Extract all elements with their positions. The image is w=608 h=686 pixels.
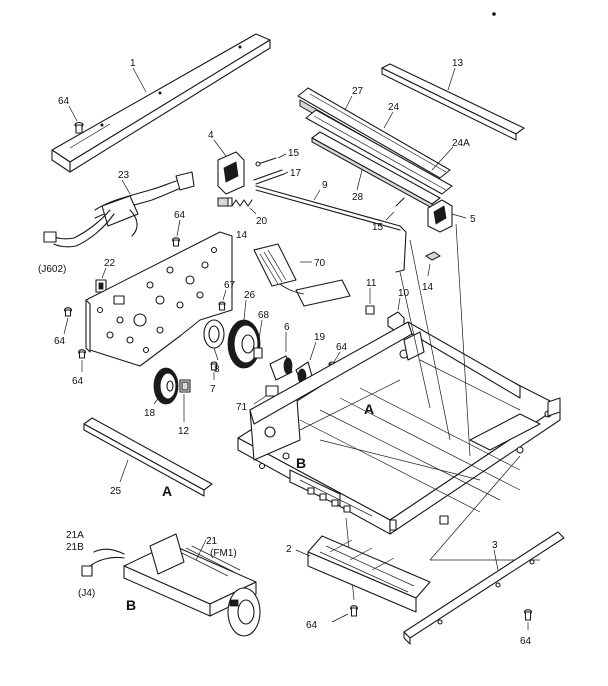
part-8-ring: [203, 319, 225, 361]
label-p21b: 21B: [66, 542, 84, 553]
part-26-gear: [227, 299, 261, 369]
label-p71: 71: [236, 402, 248, 413]
label-p64b: 64: [174, 210, 186, 221]
part-18-gear: [153, 367, 179, 405]
label-p21a: 21A: [66, 530, 84, 541]
label-p2: 2: [286, 544, 292, 555]
label-p26: 26: [244, 290, 256, 301]
part-6-coupler: [269, 332, 293, 381]
part-67-screw: [218, 289, 227, 311]
part-4-bracket: [213, 139, 245, 195]
label-p64a: 64: [58, 96, 70, 107]
label-p4: 4: [208, 130, 214, 141]
screw-64-d: [77, 349, 87, 372]
label-p7: 7: [210, 384, 216, 395]
part-17-shaft: [253, 169, 289, 185]
label-pB2: B: [126, 597, 136, 613]
label-p22: 22: [104, 258, 116, 269]
label-j602: (J602): [38, 264, 66, 275]
screw-64-a: [68, 105, 84, 134]
part-70-sheet: [253, 243, 351, 307]
main-base-frame: [237, 321, 561, 535]
part-1-top-rail: [51, 33, 271, 173]
label-fm1: (FM1): [210, 548, 237, 559]
label-p64d: 64: [72, 376, 84, 387]
label-p67: 67: [224, 280, 236, 291]
label-p14b: 14: [422, 282, 434, 293]
label-pB1: B: [296, 455, 306, 471]
part-5-bracket: [427, 199, 467, 233]
label-p25: 25: [110, 486, 122, 497]
part-14-block-a: [217, 197, 229, 207]
label-p17: 17: [290, 168, 302, 179]
label-p19: 19: [314, 332, 326, 343]
part-14-block-b: [425, 251, 441, 277]
label-p9: 9: [322, 180, 328, 191]
label-p20: 20: [256, 216, 268, 227]
part-7-screw: [210, 361, 218, 380]
part-25-bar: [83, 417, 213, 497]
label-p10: 10: [398, 288, 410, 299]
screw-64-f: [331, 605, 359, 623]
label-p14a: 14: [236, 230, 248, 241]
part-13-rail: [381, 63, 525, 141]
screw-64-g: [523, 609, 533, 630]
part-24-rail: [305, 109, 453, 195]
label-p64f: 64: [306, 620, 318, 631]
label-pA1: A: [364, 401, 374, 417]
label-p3: 3: [492, 540, 498, 551]
label-p8: 8: [214, 364, 220, 375]
part-3-bar: [403, 531, 565, 645]
screw-64-c: [63, 307, 73, 335]
label-p64c: 64: [54, 336, 66, 347]
label-p5: 5: [470, 214, 476, 225]
label-p12: 12: [178, 426, 190, 437]
label-p28: 28: [352, 192, 364, 203]
label-p1: 1: [130, 58, 136, 69]
part-71-plate: [253, 385, 279, 405]
label-p68: 68: [258, 310, 270, 321]
part-15-pin-b: [385, 197, 405, 221]
part-9-rod: [255, 185, 407, 273]
label-pA2: A: [162, 483, 172, 499]
label-p6: 6: [284, 322, 290, 333]
part-12-bushing: [179, 379, 191, 422]
label-p23: 23: [118, 170, 130, 181]
label-p15a: 15: [288, 148, 300, 159]
part-2-panel: [295, 535, 431, 613]
screw-64-b: [171, 219, 181, 247]
left-side-plate: [85, 231, 233, 367]
label-p21: 21: [206, 536, 218, 547]
part-22-clip: [95, 267, 107, 293]
label-j4: (J4): [78, 588, 95, 599]
label-p13: 13: [452, 58, 464, 69]
label-p70: 70: [314, 258, 326, 269]
label-p18: 18: [144, 408, 156, 419]
part-15-pin: [255, 153, 287, 167]
part-68-bushing: [253, 319, 263, 359]
part-11-pin: [365, 288, 375, 315]
label-p24a: 24A: [452, 138, 470, 149]
part-23-harness: [43, 171, 195, 248]
part-21-fan-motor: [81, 533, 261, 637]
label-p64g: 64: [520, 636, 532, 647]
label-p27: 27: [352, 86, 364, 97]
label-p24: 24: [388, 102, 400, 113]
label-p11: 11: [366, 278, 377, 289]
label-p64e: 64: [336, 342, 348, 353]
label-p15b: 15: [372, 222, 384, 233]
corner-dot: [492, 12, 496, 16]
